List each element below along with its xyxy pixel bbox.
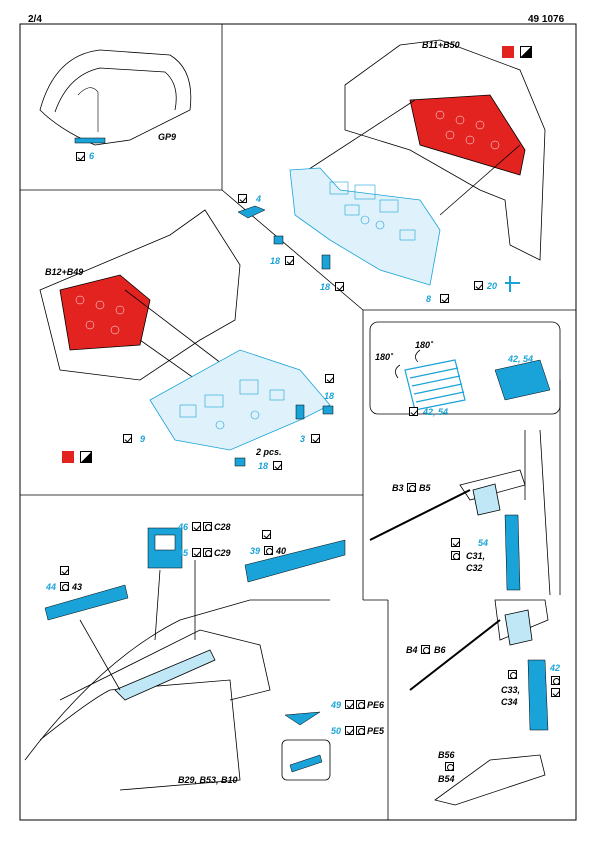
paint-icon [421,645,430,654]
part-39: 39 [250,546,261,556]
paint-icon [203,522,212,531]
paint-icon [356,726,365,735]
glue-icon [60,566,69,575]
glue-icon [345,700,354,709]
label-pe5: PE5 [367,726,385,736]
part-54: 54 [478,538,489,548]
part-9: 9 [140,434,146,444]
label-c32: C32 [466,563,483,573]
red-color-swatch [62,451,74,463]
part-18a: 18 [270,256,281,266]
part-44: 44 [46,582,57,592]
glue-icon [451,538,460,547]
label-b29-b53-b10: B29, B53, B10 [178,775,238,785]
half-tone-swatch [520,46,532,58]
glue-icon [273,461,282,470]
glue-icon [192,548,201,557]
kit-code: 49 1076 [528,14,565,25]
glue-icon [262,530,271,539]
glue-icon [440,294,449,303]
label-b3: B3 [392,483,404,493]
part-50: 50 [331,726,342,736]
glue-icon [345,726,354,735]
part-42: 42 [550,663,561,673]
part-4: 4 [256,194,262,204]
glue-icon [474,281,483,290]
glue-icon [311,434,320,443]
part-18d: 18 [258,461,269,471]
part-3: 3 [300,434,306,444]
part-42-54-b: 42, 54 [508,354,534,364]
glue-icon [76,152,85,161]
part-20: 20 [487,281,498,291]
label-gp9: GP9 [158,132,177,142]
red-color-swatch [502,46,514,58]
part-8: 8 [426,294,432,304]
half-tone-swatch [80,451,92,463]
label-b6: B6 [434,645,446,655]
part-18c: 18 [324,391,335,401]
label-b4: B4 [406,645,418,655]
glue-icon [192,522,201,531]
glue-icon [551,688,560,697]
paint-icon [203,548,212,557]
paint-icon [407,483,416,492]
paint-icon [551,676,560,685]
label-b54: B54 [438,774,455,784]
paint-icon [508,670,517,679]
paint-icon [60,582,69,591]
label-c28: C28 [214,522,231,532]
paint-icon [264,546,273,555]
part-45: 45 [178,548,189,558]
label-b11-b50: B11+B50 [422,40,460,50]
glue-icon [335,282,344,291]
label-deg-2: 180˚ [415,340,434,350]
part-49: 49 [331,700,342,710]
label-c34: C34 [501,697,518,707]
paint-icon [445,762,454,771]
paint-icon [451,551,460,560]
label-c33: C33, [501,685,521,695]
part-46: 46 [178,522,189,532]
label-b5: B5 [419,483,431,493]
part-43: 43 [72,582,83,592]
glue-icon [238,194,247,203]
label-pe6: PE6 [367,700,385,710]
label-b12-b49: B12+B49 [45,267,84,277]
paint-icon [356,700,365,709]
glue-icon [123,434,132,443]
label-c29: C29 [214,548,231,558]
page-number: 2/4 [28,14,42,25]
glue-icon [409,407,418,416]
part-42-54-a: 42, 54 [423,407,449,417]
glue-icon [325,374,334,383]
part-40: 40 [276,546,287,556]
label-b56: B56 [438,750,455,760]
glue-icon [285,256,294,265]
label-deg-1: 180˚ [375,352,394,362]
label-c31: C31, [466,551,486,561]
part-18b: 18 [320,282,331,292]
part-6: 6 [89,151,95,161]
label-two-pcs: 2 pcs. [256,447,282,457]
